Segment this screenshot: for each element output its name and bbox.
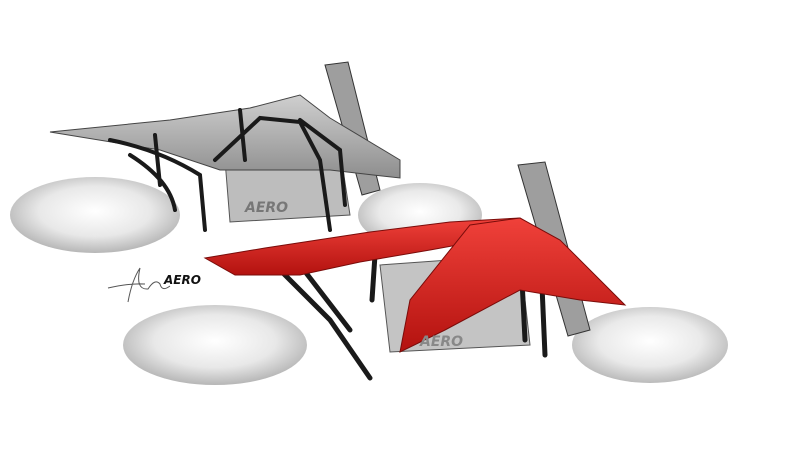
top-motorcycle-sketch: AERO <box>10 61 482 253</box>
top-frame-badge: AERO <box>244 200 288 216</box>
top-organic-frame <box>108 108 347 232</box>
bottom-frame <box>277 237 548 381</box>
top-seat-tank <box>49 94 401 179</box>
red-tank-shroud <box>399 217 627 353</box>
bottom-motorcycle-sketch: AERO <box>123 161 728 385</box>
bottom-rear-wheel <box>123 305 307 385</box>
bottom-front-wheel <box>572 307 728 383</box>
top-rear-wheel <box>10 177 180 253</box>
bottom-frame-badge: AERO <box>419 334 463 350</box>
designer-signature: AERO <box>107 267 201 303</box>
signature-aero-logo: AERO <box>163 273 201 287</box>
